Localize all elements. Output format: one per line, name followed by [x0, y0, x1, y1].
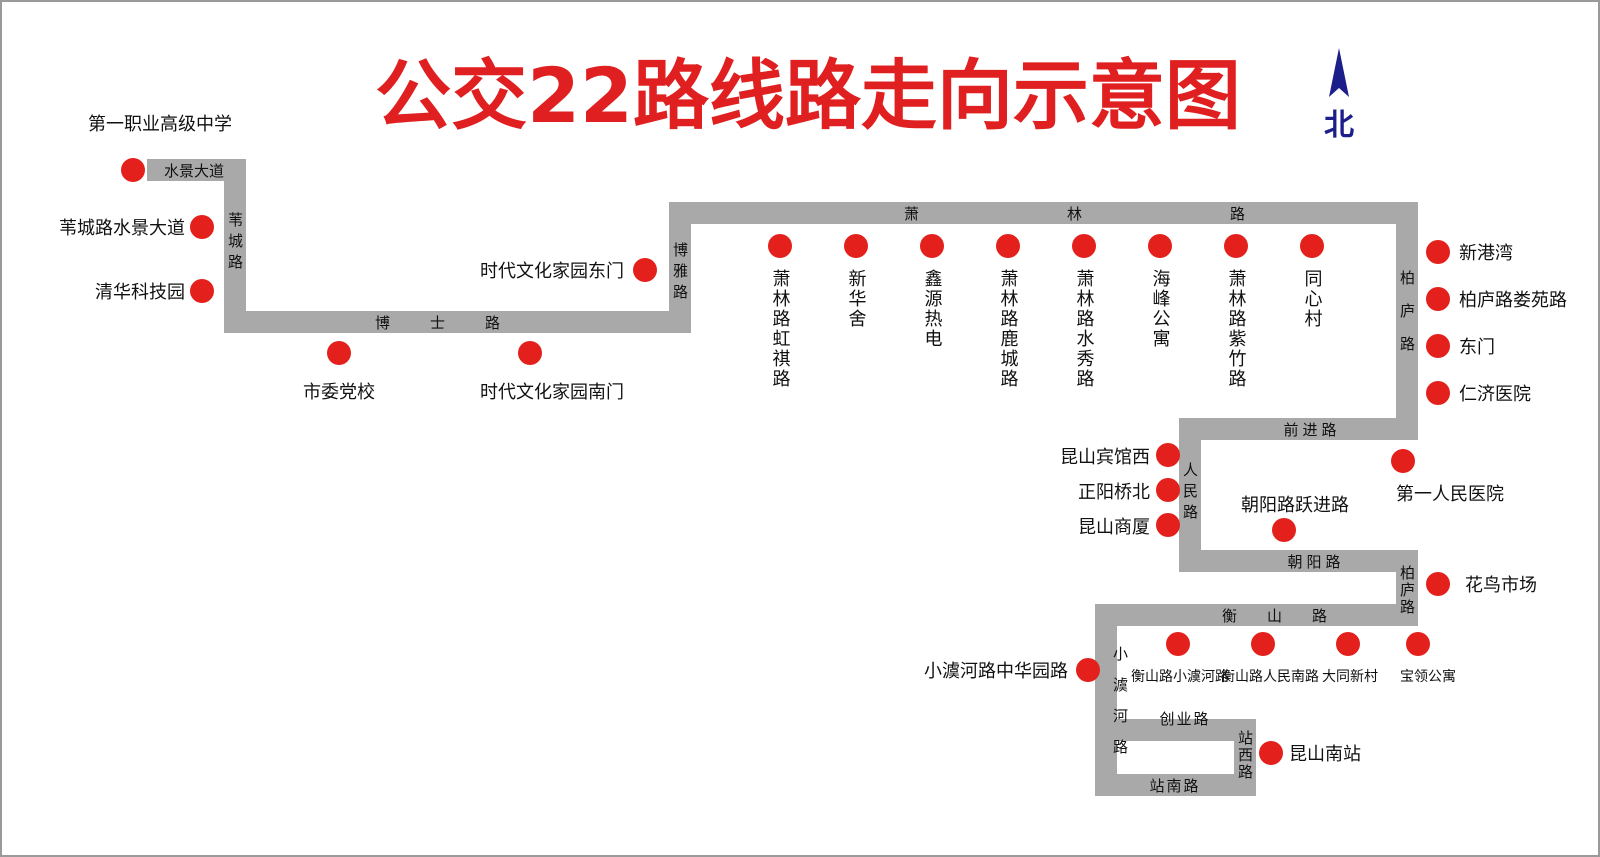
stop-label: 昆山南站 [1289, 744, 1361, 765]
stop-label: 第一职业高级中学 [88, 114, 232, 135]
road-label-shuijing: 水景大道 [164, 162, 224, 180]
north-label: 北 [1324, 108, 1354, 143]
stop-label: 鑫源热电 [922, 269, 943, 349]
stop-dot[interactable] [1251, 632, 1275, 656]
stop-dot[interactable] [1166, 632, 1190, 656]
stop-label: 花鸟市场 [1465, 575, 1537, 596]
route-line [147, 159, 1418, 796]
stop-label: 大同新村 [1322, 669, 1378, 685]
stop-dot[interactable] [1156, 513, 1180, 537]
stop-label: 清华科技园 [95, 282, 185, 303]
stop-dot[interactable] [1426, 240, 1450, 264]
stop-dot[interactable] [190, 279, 214, 303]
stop-dot[interactable] [1426, 287, 1450, 311]
road-label-zhannan: 站南路 [1149, 777, 1200, 795]
stop-dot[interactable] [327, 341, 351, 365]
stop-label: 新港湾 [1459, 243, 1513, 264]
stop-label: 萧林路水秀路 [1074, 269, 1095, 389]
stop-label: 时代文化家园南门 [480, 382, 624, 403]
road-label-bailu-south: 柏庐路 [1398, 565, 1416, 616]
stop-dot[interactable] [768, 234, 792, 258]
stop-label: 萧林路鹿城路 [998, 269, 1019, 389]
stop-label: 正阳桥北 [1078, 482, 1150, 503]
road-label-bailu-north: 柏庐路 [1398, 270, 1416, 369]
stop-label: 衡山路小澞河路 [1131, 669, 1229, 685]
stop-dot[interactable] [1072, 234, 1096, 258]
stop-label: 朝阳路跃进路 [1241, 495, 1349, 516]
stop-label: 第一人民医院 [1396, 484, 1504, 505]
stop-label: 衡山路人民南路 [1221, 669, 1319, 685]
stop-dot[interactable] [1300, 234, 1324, 258]
road-label-boshi: 博士路 [375, 314, 540, 332]
stop-dot[interactable] [1224, 234, 1248, 258]
stop-dot[interactable] [1406, 632, 1430, 656]
stop-label: 昆山商厦 [1078, 517, 1150, 538]
stop-dot[interactable] [1336, 632, 1360, 656]
stop-dot[interactable] [996, 234, 1020, 258]
stop-dot[interactable] [1391, 449, 1415, 473]
stop-label: 萧林路紫竹路 [1226, 269, 1247, 389]
stops: 第一职业高级中学 苇城路水景大道 清华科技园 市委党校 时代文化家园南门 时代文… [59, 114, 1567, 765]
stop-dot[interactable] [1272, 518, 1296, 542]
stop-label: 仁济医院 [1459, 384, 1531, 405]
stop-label: 海峰公寓 [1150, 269, 1171, 349]
stop-label: 苇城路水景大道 [59, 218, 185, 239]
stop-dot[interactable] [121, 158, 145, 182]
road-labels: 水景大道 苇城路 博士路 博雅路 萧林路 柏庐路 前进路 人民路 朝阳路 柏庐路… [164, 162, 1416, 795]
stop-label: 宝领公寓 [1400, 668, 1456, 685]
stop-dot[interactable] [1076, 658, 1100, 682]
road-label-chuangye: 创业路 [1159, 710, 1210, 728]
north-indicator: 北 [1324, 48, 1354, 143]
stop-dot[interactable] [1156, 478, 1180, 502]
road-label-boya: 博雅路 [671, 242, 689, 305]
stop-dot[interactable] [920, 234, 944, 258]
stop-label: 时代文化家园东门 [480, 261, 624, 282]
stop-dot[interactable] [1156, 443, 1180, 467]
stop-label: 新华舍 [846, 269, 867, 329]
road-label-hengshan: 衡山路 [1222, 607, 1357, 625]
road-label-xiaolin: 萧林路 [904, 205, 1393, 223]
stop-dot[interactable] [190, 215, 214, 239]
stop-dot[interactable] [518, 341, 542, 365]
stop-dot[interactable] [844, 234, 868, 258]
stop-dot[interactable] [633, 258, 657, 282]
stop-dot[interactable] [1259, 741, 1283, 765]
stop-label: 柏庐路娄苑路 [1459, 290, 1567, 311]
stop-label: 小澞河路中华园路 [924, 661, 1068, 682]
stop-label: 萧林路虹祺路 [770, 269, 791, 389]
stop-label: 昆山宾馆西 [1060, 447, 1150, 468]
stop-label: 同心村 [1302, 269, 1323, 329]
road-label-zhanxi: 站西路 [1236, 730, 1254, 781]
road-label-xiaoyuhe: 小澞河路 [1111, 646, 1129, 770]
road-label-renmin: 人民路 [1181, 462, 1199, 525]
road-label-weicheng: 苇城路 [226, 212, 244, 275]
stop-dot[interactable] [1426, 381, 1450, 405]
stop-label: 市委党校 [303, 382, 375, 403]
map-title: 公交22路线路走向示意图 [375, 51, 1241, 140]
north-arrow-icon [1329, 48, 1349, 97]
road-label-chaoyang: 朝阳路 [1287, 553, 1344, 571]
stop-dot[interactable] [1426, 572, 1450, 596]
stop-dot[interactable] [1426, 334, 1450, 358]
stop-label: 东门 [1459, 337, 1495, 358]
road-label-qianjin: 前进路 [1283, 421, 1340, 439]
stop-dot[interactable] [1148, 234, 1172, 258]
